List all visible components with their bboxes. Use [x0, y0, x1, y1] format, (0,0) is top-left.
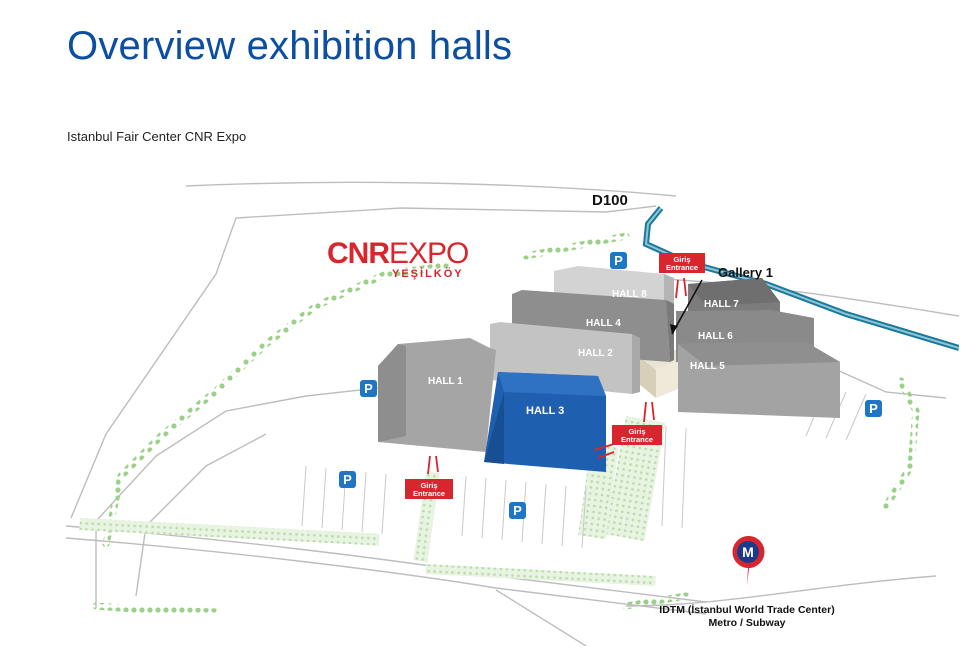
parking-sign-bottom-label: P [513, 503, 522, 518]
hall-labels: HALL 8 HALL 7 HALL 4 HALL 6 HALL 2 HALL … [428, 289, 739, 417]
hall-7-label: HALL 7 [704, 299, 739, 310]
entrance-left-line2: Entrance [413, 489, 445, 498]
logo-expo-text: EXPO [389, 237, 468, 270]
parking-sign-top: P [610, 252, 627, 269]
hall-2-label: HALL 2 [578, 348, 613, 359]
cnr-expo-logo: CNREXPO YEŞİLKÖY [327, 237, 469, 280]
entrance-top-line2: Entrance [666, 263, 698, 272]
svg-text:CNREXPO: CNREXPO [327, 237, 468, 270]
page-title: Overview exhibition halls [67, 24, 513, 68]
site-map: HALL 8 HALL 7 HALL 4 HALL 6 HALL 2 HALL … [66, 166, 959, 646]
hall-1-block [378, 338, 496, 452]
entrance-middle-line1: Giriş [628, 427, 645, 436]
hall-6-label: HALL 6 [698, 331, 733, 342]
logo-cnr-text: CNR [327, 237, 390, 270]
parking-sign-lower-left-label: P [343, 472, 352, 487]
entrance-middle-line2: Entrance [621, 435, 653, 444]
parking-sign-right: P [865, 400, 882, 417]
metro-line2: Metro / Subway [708, 617, 785, 629]
entrance-middle: Giriş Entrance [593, 401, 662, 459]
parking-sign-left-label: P [364, 381, 373, 396]
hall-5-label: HALL 5 [690, 361, 725, 372]
entrance-top-line1: Giriş [673, 255, 690, 264]
page-subtitle: Istanbul Fair Center CNR Expo [67, 129, 247, 144]
road-label-d100: D100 [592, 192, 628, 209]
parking-sign-left: P [360, 380, 377, 397]
hall-3-block [484, 372, 606, 472]
metro-line1: IDTM (İstanbul World Trade Center) [659, 603, 834, 616]
entrance-top: Giriş Entrance [659, 253, 705, 299]
hall-7-block [688, 278, 780, 318]
tree-lines [92, 232, 920, 616]
hall-1-label: HALL 1 [428, 376, 463, 387]
logo-yesilkoy-text: YEŞİLKÖY [392, 267, 464, 280]
parking-sign-lower-left: P [339, 471, 356, 488]
hall-3-label: HALL 3 [526, 405, 564, 417]
entrance-left-line1: Giriş [420, 481, 437, 490]
parking-sign-top-label: P [614, 253, 623, 268]
gallery-1-label: Gallery 1 [718, 265, 773, 280]
hall-5-block [678, 342, 840, 418]
parking-sign-right-label: P [869, 401, 878, 416]
parking-sign-bottom: P [509, 502, 526, 519]
entrance-left: Giriş Entrance [405, 455, 453, 499]
hall-4-label: HALL 4 [586, 318, 621, 329]
metro-icon: M [732, 536, 765, 586]
hall-8-label: HALL 8 [612, 289, 647, 300]
site-map-svg: HALL 8 HALL 7 HALL 4 HALL 6 HALL 2 HALL … [66, 181, 959, 646]
metro-icon-letter: M [742, 544, 754, 560]
gallery-arrow [670, 279, 703, 335]
